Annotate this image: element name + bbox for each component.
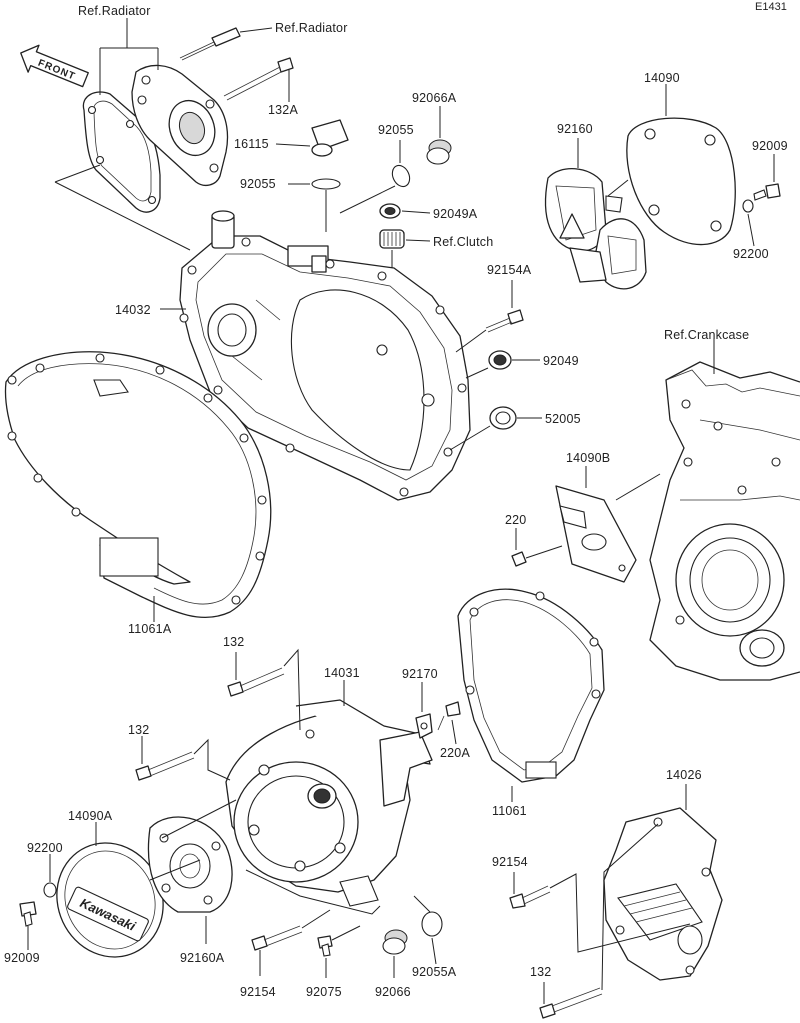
label-ref-radiator-top: Ref.Radiator [78,4,151,18]
bolt-92154-a [251,909,331,976]
washer-92200-top [742,199,755,247]
label-ref-radiator-bolt: Ref.Radiator [275,21,348,35]
label-92009-top: 92009 [752,139,788,153]
clutch-cover-14032 [179,210,471,501]
label-132A: 132A [268,103,298,117]
label-92055A: 92055A [412,965,457,979]
ref-radiator-bracket [99,18,159,95]
label-92154-a: 92154 [240,985,276,999]
bolt-92154A [455,280,524,353]
diagram-code: E1431 [755,1,787,13]
label-14031: 14031 [324,666,360,680]
bushing-52005 [449,406,542,451]
o-ring-92055-a [311,178,341,190]
needle-bearing [379,229,431,270]
label-92066A: 92066A [412,91,457,105]
label-92200-top: 92200 [733,247,769,261]
bolt-92075 [317,925,361,978]
bolt-220 [511,528,563,567]
label-ref-clutch: Ref.Clutch [433,235,493,249]
pump-cover [131,64,229,187]
label-14090A: 14090A [68,809,113,823]
bolt-92009-bottom [19,901,37,950]
damper-92160A [147,816,233,944]
label-14090: 14090 [644,71,680,85]
bolt-132A [223,57,294,102]
gasket-11061A [4,351,272,622]
label-92009-bottom: 92009 [4,951,40,965]
bolt-132-a [227,648,301,731]
oil-filler-cap [275,119,349,157]
damper-92160 [544,138,647,290]
bolt-132-c [539,823,659,1019]
label-92154-b: 92154 [492,855,528,869]
radiator-bolt [179,27,273,61]
label-92160A: 92160A [180,951,225,965]
label-ref-crankcase: Ref.Crankcase [664,328,749,342]
label-92049A: 92049A [433,207,478,221]
label-16115: 16115 [234,137,269,151]
o-ring-92055A [413,895,443,965]
crankcase [649,338,800,681]
label-14032: 14032 [115,303,151,317]
label-92049: 92049 [543,354,579,368]
label-92055-b: 92055 [378,123,414,137]
label-220: 220 [505,513,526,527]
seal-92049 [465,350,540,379]
label-132-b: 132 [128,723,149,737]
bolt-220A [437,701,461,745]
label-14026: 14026 [666,768,702,782]
label-11061: 11061 [492,804,527,818]
seal-92049A [379,203,431,219]
label-132-a: 132 [223,635,244,649]
bolt-132-b [135,736,231,781]
label-92170: 92170 [402,667,438,681]
plug-92066 [382,929,408,978]
label-92160: 92160 [557,122,593,136]
bolt-92009-top [753,154,781,201]
generator-cover-14031 [225,680,433,907]
label-11061A: 11061A [128,622,172,636]
clamp-92170 [415,682,433,739]
sprocket-cover-14026 [603,784,723,981]
cover-14090 [607,84,736,246]
front-arrow-icon: FRONT [20,44,89,88]
label-52005: 52005 [545,412,581,426]
label-92055-a: 92055 [240,177,276,191]
pump-leader [54,164,191,251]
label-92154A: 92154A [487,263,532,277]
washer-92200-bottom [43,854,57,898]
plate-14090B [555,466,661,583]
gasket-11061 [457,588,605,802]
label-132-c: 132 [530,965,551,979]
plug-92066A [426,106,452,165]
label-92075: 92075 [306,985,342,999]
emblem-cover-14090A: Kawasaki [56,822,164,958]
label-14090B: 14090B [566,451,610,465]
bolt-92154-b [509,872,691,953]
label-92066: 92066 [375,985,411,999]
label-92200-bottom: 92200 [27,841,63,855]
o-ring-92055-b [391,164,411,188]
label-220A: 220A [440,746,470,760]
